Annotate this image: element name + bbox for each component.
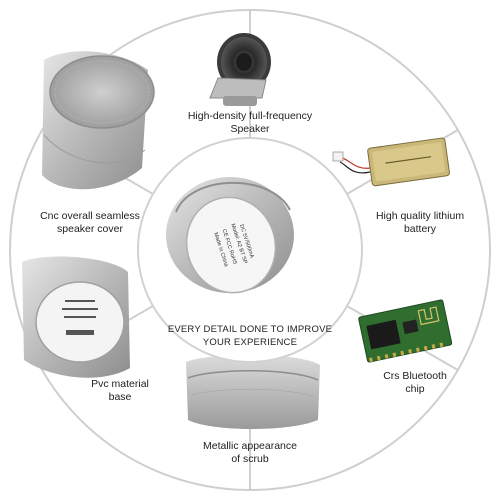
caption-line: Metallic appearance — [203, 440, 297, 452]
center-headline: EVERY DETAIL DONE TO IMPROVE YOUR EXPERI… — [150, 323, 350, 349]
caption-line: Speaker — [230, 123, 270, 135]
headline-line-1: EVERY DETAIL DONE TO IMPROVE — [167, 324, 333, 335]
speaker-grille-icon — [42, 51, 155, 190]
caption-pvc-base: Pvc material base — [60, 378, 180, 404]
caption-bluetooth-chip: Crs Bluetooth chip — [355, 370, 475, 396]
metallic-shell-icon — [186, 354, 320, 429]
caption-speaker-driver: High-density full-frequency Speaker — [170, 110, 330, 136]
caption-line: Cnc overall seamless — [40, 210, 140, 222]
caption-line: base — [108, 391, 132, 403]
caption-lithium-battery: High quality lithium battery — [355, 210, 485, 236]
battery-icon — [332, 137, 450, 187]
speaker-product-icon — [166, 177, 294, 294]
headline-line-2: YOUR EXPERIENCE — [202, 337, 298, 348]
caption-line: Crs Bluetooth — [383, 370, 447, 382]
caption-line: battery — [403, 223, 437, 235]
caption-line: speaker cover — [57, 223, 123, 235]
caption-line: chip — [405, 383, 425, 395]
caption-line: Pvc material — [91, 378, 149, 390]
caption-line: of scrub — [231, 453, 269, 465]
speaker-driver-icon — [209, 33, 271, 106]
circuit-board-icon — [358, 299, 453, 363]
caption-speaker-cover: Cnc overall seamless speaker cover — [20, 210, 160, 236]
caption-line: High quality lithium — [375, 210, 465, 222]
caption-line: High-density full-frequency — [187, 110, 313, 122]
speaker-base-icon — [22, 256, 130, 378]
caption-metallic-scrub: Metallic appearance of scrub — [180, 440, 320, 466]
